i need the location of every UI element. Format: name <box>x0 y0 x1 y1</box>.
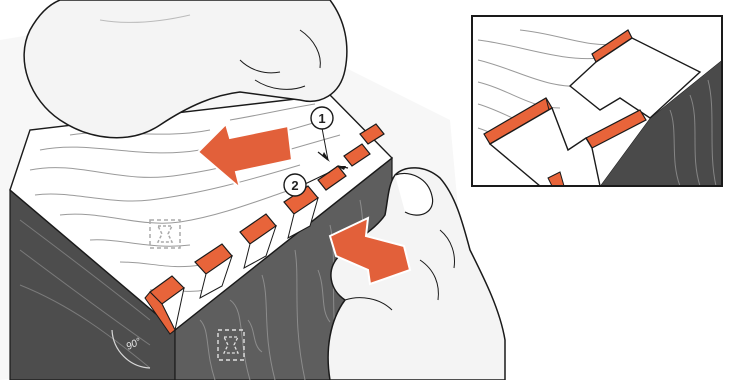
dovetail-marker-icon-side <box>217 329 245 361</box>
callout-1: 1 <box>310 106 349 170</box>
board-top-face <box>9 94 394 331</box>
socket-5 <box>317 165 347 191</box>
detail-inset <box>471 15 723 187</box>
push-left-arrow <box>196 122 294 191</box>
angle-arc <box>111 329 151 369</box>
left-edge-strip <box>144 291 176 335</box>
inset-side-grain <box>669 79 717 187</box>
left-face-grain <box>19 219 151 369</box>
dovetail-sockets <box>149 123 385 332</box>
socket-3 <box>239 213 277 269</box>
callout-2-label: 2 <box>291 178 298 193</box>
right-hand <box>327 167 506 380</box>
left-hand <box>23 0 348 139</box>
pull-right-arrow <box>328 216 412 286</box>
callout-1-label: 1 <box>318 111 325 126</box>
socket-6 <box>343 143 371 167</box>
socket-2 <box>194 243 233 299</box>
main-illustration: 90° <box>9 0 506 380</box>
socket-7 <box>359 123 385 145</box>
callout-2: 2 <box>283 171 331 197</box>
dovetail-marker-icon-top <box>149 219 181 249</box>
